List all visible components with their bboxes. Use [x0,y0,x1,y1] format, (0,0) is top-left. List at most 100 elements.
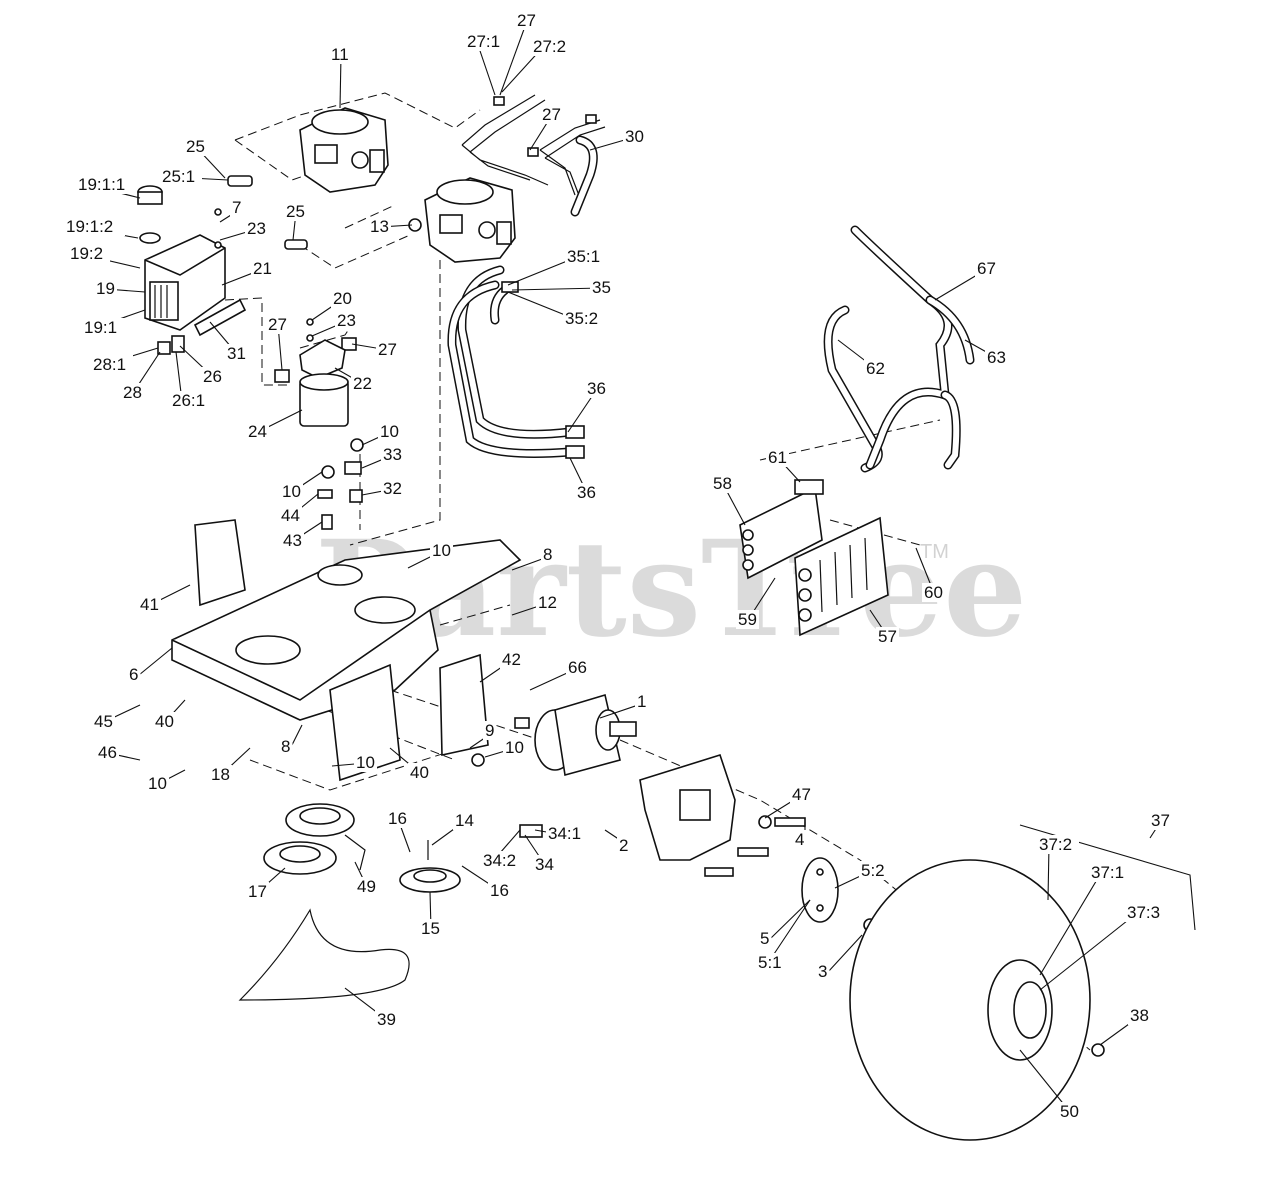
callout-label-bg [246,882,269,901]
callout-label-bg [481,851,523,870]
callout-label-bg [266,315,289,334]
callout-label: 23 [247,219,266,238]
callout-label: 61 [768,448,787,467]
callout-label: 23 [337,311,356,330]
callout-label-bg [408,763,431,782]
callout-label-bg [488,881,511,900]
callout-label: 39 [377,1010,396,1029]
callout-label-bg [859,861,892,880]
callout-label-bg [566,658,589,677]
callout-label: 34 [535,855,554,874]
callout-label: 10 [380,422,399,441]
callout-label-bg [533,855,556,874]
hydraulic-pump-lower [424,177,516,263]
callout-label-bg [386,809,409,828]
callout-label-bg [975,259,998,278]
callout-label-bg [766,448,789,467]
watermark-trademark: TM [920,541,949,563]
callout-label-bg [251,259,274,278]
callout-label: 62 [866,359,885,378]
callout-label: 10 [148,774,167,793]
callout-label-bg [1058,1102,1081,1121]
callout-label-bg [1128,1006,1151,1025]
callout-label: 47 [792,785,811,804]
oil-cooler [739,479,889,637]
callout-leader [827,934,863,973]
bolts [471,717,806,877]
callout-label: 5:1 [758,953,782,972]
callout-label: 32 [383,479,402,498]
callout-label: 36 [587,379,606,398]
callout-label-bg [623,127,646,146]
callout-label: 37 [1151,811,1170,830]
callout-label-bg [351,374,374,393]
callout-label: 14 [455,811,474,830]
filter-assembly [193,298,357,427]
callout-label-bg [381,479,404,498]
callout-label: 42 [502,650,521,669]
callout-label: 6 [129,665,138,684]
callout-label: 5:2 [861,861,885,880]
callout-label: 30 [625,127,644,146]
callout-label-bg [76,175,137,194]
callout-label: 25 [186,137,205,156]
callout-label-bg [541,545,555,564]
callout-label-bg [153,712,176,731]
callout-label-bg [590,278,613,297]
callout-leader [499,20,528,96]
callout-label-bg [635,692,649,711]
callout-label: 34:1 [548,824,581,843]
callout-label-bg [540,105,563,124]
callout-label-bg [331,289,354,308]
callout-leader [1039,872,1102,976]
callout-label: 27 [378,340,397,359]
callout-label: 28 [123,383,142,402]
hoses-62-63 [823,225,975,473]
callout-label: 20 [333,289,352,308]
callout-leader [138,647,173,676]
callout-leader [1019,1049,1071,1113]
callout-label-bg [82,318,124,337]
hoses-36 [447,265,585,459]
callout-label: 35:1 [567,247,600,266]
callout-label: 10 [282,482,301,501]
callout-label: 35 [592,278,611,297]
callout-label-bg [68,244,110,263]
callout-label: 19:1:1 [78,175,125,194]
callout-label: 59 [738,610,757,629]
callout-label: 2 [619,836,628,855]
callout-label: 37:2 [1039,835,1072,854]
main-frame [171,519,522,782]
callout-label: 5 [760,929,769,948]
callout-label: 38 [1130,1006,1149,1025]
hydraulic-tank [137,185,226,355]
callout-label-bg [758,929,772,948]
wheel-motor [534,693,637,777]
callout-label-bg [536,593,559,612]
callout-label-bg [138,595,161,614]
callout-label: 15 [421,919,440,938]
callout-label: 67 [977,259,996,278]
callout-label: 24 [248,422,267,441]
tire [849,859,1105,1141]
hydraulic-tubes [461,94,606,217]
callout-label: 49 [357,877,376,896]
callout-label-bg [985,348,1008,367]
callout-label-bg [170,391,212,410]
callout-label: 12 [538,593,557,612]
callout-label: 16 [388,809,407,828]
callout-leader [767,899,811,964]
callout-label-bg [1089,863,1131,882]
callout-label: 37:3 [1127,903,1160,922]
callout-label-bg [922,583,945,602]
callout-label: 26:1 [172,391,205,410]
callout-label-bg [245,219,268,238]
callout-label-bg [419,919,442,938]
callout-label-bg [201,367,224,386]
callout-label-bg [531,37,573,56]
callout-label-bg [230,198,244,217]
callout-label: 28:1 [93,355,126,374]
